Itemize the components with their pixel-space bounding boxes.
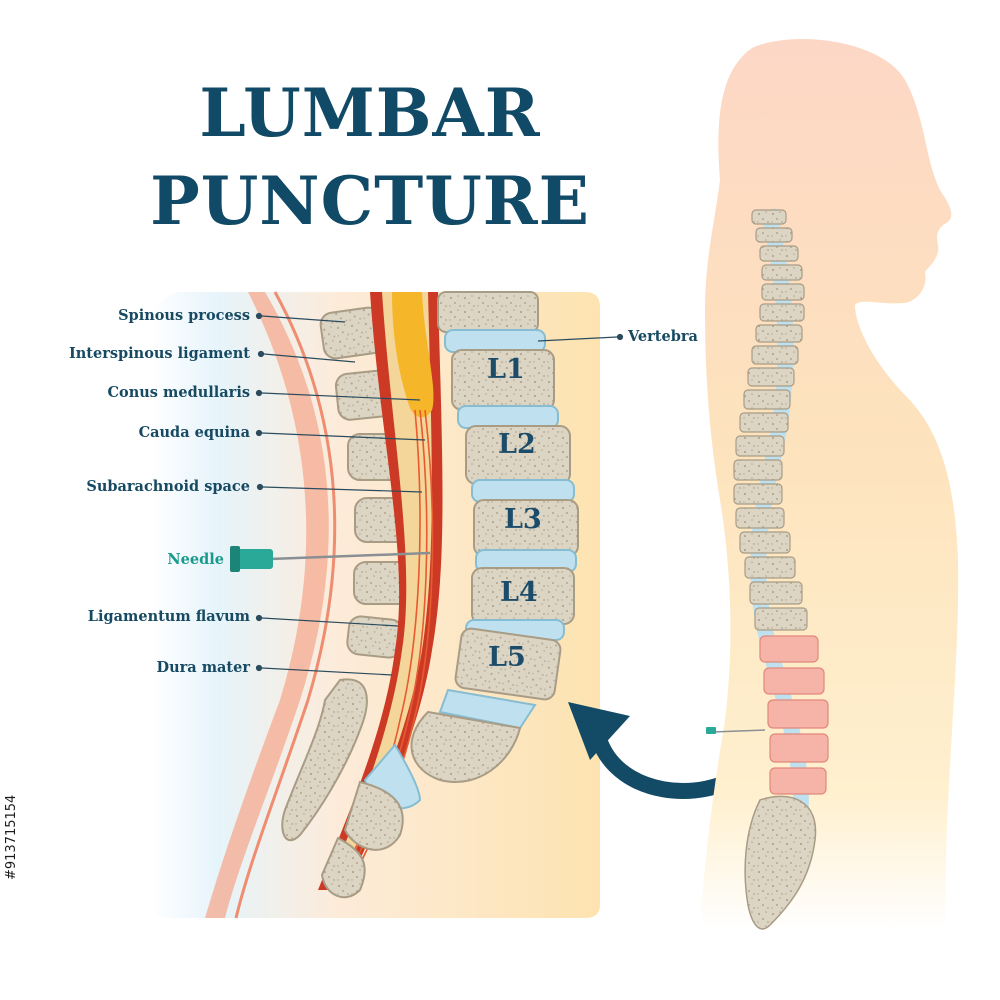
needle-graphic [230,546,431,572]
conus-medullaris [392,292,434,418]
vertebra-label-l4: L4 [500,577,538,608]
vertebra-label-l5: L5 [488,642,526,673]
label-spinous-process: Spinous process [118,307,250,324]
human-silhouette [700,38,959,930]
vertebra-label-l2: L2 [498,429,536,460]
label-ligamentum-flavum: Ligamentum flavum [87,608,250,625]
label-needle: Needle [167,551,224,568]
full-spine [706,208,829,930]
vertebral-column-section [320,291,579,899]
vertebra-label-l3: L3 [504,504,542,535]
vertebra-label-l1: L1 [487,354,525,385]
stock-id-text: #913715154 [4,794,19,880]
leader-lines [255,312,624,676]
label-vertebra: Vertebra [628,328,698,345]
skin-layer [205,292,329,918]
title-line-2: PUNCTURE [150,162,590,240]
label-conus-medullaris: Conus medullaris [107,384,250,401]
label-dura-mater: Dura mater [156,659,251,676]
label-subarachnoid-space: Subarachnoid space [86,478,250,495]
lumbar-highlight [759,635,829,795]
label-interspinous-ligament: Interspinous ligament [68,345,250,362]
label-cauda-equina: Cauda equina [138,424,250,441]
title-line-1: LUMBAR [199,74,541,152]
